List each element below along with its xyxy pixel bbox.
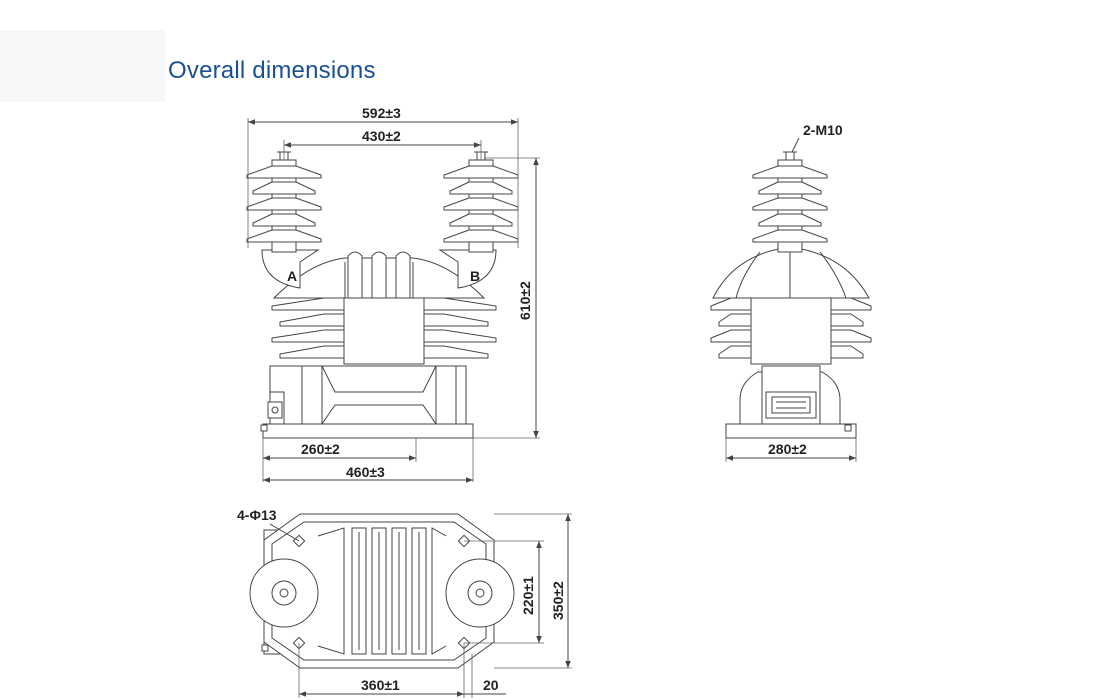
header-background xyxy=(0,30,165,102)
dimension-hole-spacing-short: 220±1 xyxy=(520,576,536,615)
dimension-plan-depth: 350±2 xyxy=(550,581,566,620)
dimension-hole-spacing-long: 360±1 xyxy=(361,677,400,693)
dimension-base-total: 460±3 xyxy=(346,464,385,480)
front-view: A B 592±3 430±2 610±2 260±2 460±3 xyxy=(246,105,540,483)
side-view: 2-M10 280±2 xyxy=(710,122,872,462)
dimension-side-base: 280±2 xyxy=(768,441,807,457)
page-title: Overall dimensions xyxy=(168,57,376,84)
dimension-overall-height: 610±2 xyxy=(517,281,533,320)
dimension-overall-width: 592±3 xyxy=(362,105,401,121)
dimension-terminal-spacing: 430±2 xyxy=(362,128,401,144)
terminal-b-label: B xyxy=(470,268,480,284)
terminal-a-label: A xyxy=(287,268,297,284)
terminal-thread-label: 2-M10 xyxy=(803,122,843,138)
dimension-base-inner: 260±2 xyxy=(301,441,340,457)
mount-holes-label: 4-Φ13 xyxy=(237,507,277,523)
plan-view: 4-Φ13 220±1 350±2 360±1 20 xyxy=(237,507,572,698)
dimension-edge-offset: 20 xyxy=(483,677,499,693)
